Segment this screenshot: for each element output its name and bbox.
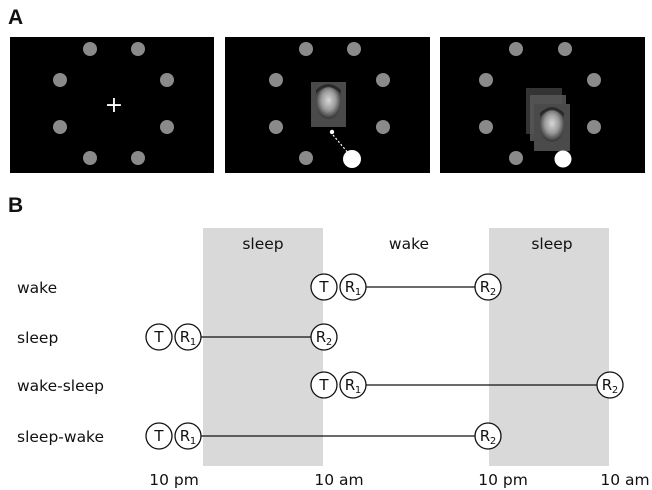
screen-face-stack [440,37,645,173]
peripheral-dot [53,73,67,87]
panel-a-letter: A [8,6,24,29]
start-point [329,129,335,135]
retest-node [596,371,624,399]
face-stack [526,88,570,151]
node-letter: R [180,328,190,346]
node-subscript: 2 [490,436,496,447]
peripheral-dot [376,120,390,134]
panel-b-letter: B [8,194,24,217]
retest-node [474,273,502,301]
sleep-band [489,228,609,466]
retest-node [339,273,367,301]
retest-node [339,371,367,399]
node-subscript: 1 [190,337,196,348]
retest-node [310,323,338,351]
node-subscript: 1 [190,436,196,447]
band-label: sleep [531,235,572,253]
peripheral-dot [509,151,523,165]
peripheral-dot [83,42,97,56]
time-tick-label: 10 pm [478,471,528,489]
node-letter: T [318,278,329,296]
time-tick-label: 10 pm [149,471,199,489]
peripheral-dot [131,151,145,165]
screen-fixation: + [10,37,214,173]
node-letter: T [153,328,164,346]
condition-label: sleep-wake [17,428,104,446]
probe-target [554,150,572,168]
node-subscript: 1 [355,385,361,396]
band-label: wake [389,235,429,253]
retest-node [174,323,202,351]
node-letter: R [480,278,490,296]
peripheral-dot [587,120,601,134]
peripheral-dot [479,120,493,134]
fixation-cross: + [105,93,123,118]
peripheral-dot [347,42,361,56]
peripheral-dot [509,42,523,56]
peripheral-dot [376,73,390,87]
peripheral-dot [269,120,283,134]
node-letter: T [318,376,329,394]
time-tick-label: 10 am [314,471,363,489]
peripheral-dot [160,73,174,87]
screen-face-probe [225,37,430,173]
sleep-band [203,228,323,466]
training-node [145,323,173,351]
condition-label: wake [17,279,57,297]
training-node [310,273,338,301]
training-node [145,422,173,450]
probe-target [343,150,361,168]
node-subscript: 2 [490,287,496,298]
peripheral-dot [587,73,601,87]
peripheral-dot [160,120,174,134]
peripheral-dot [479,73,493,87]
peripheral-dot [299,42,313,56]
node-letter: R [602,376,612,394]
node-letter: R [316,328,326,346]
condition-label: wake-sleep [17,377,104,395]
peripheral-dot [299,151,313,165]
training-node [310,371,338,399]
node-letter: R [345,376,355,394]
node-letter: T [153,427,164,445]
peripheral-dot [269,73,283,87]
face-image [311,82,346,127]
peripheral-dot [558,42,572,56]
node-subscript: 1 [355,287,361,298]
node-letter: R [180,427,190,445]
condition-label: sleep [17,329,58,347]
time-tick-label: 10 am [600,471,649,489]
node-letter: R [480,427,490,445]
retest-node [474,422,502,450]
retest-node [174,422,202,450]
peripheral-dot [83,151,97,165]
node-letter: R [345,278,355,296]
peripheral-dot [53,120,67,134]
node-subscript: 2 [326,337,332,348]
movement-path [332,134,350,155]
node-subscript: 2 [612,385,618,396]
band-label: sleep [242,235,283,253]
peripheral-dot [131,42,145,56]
